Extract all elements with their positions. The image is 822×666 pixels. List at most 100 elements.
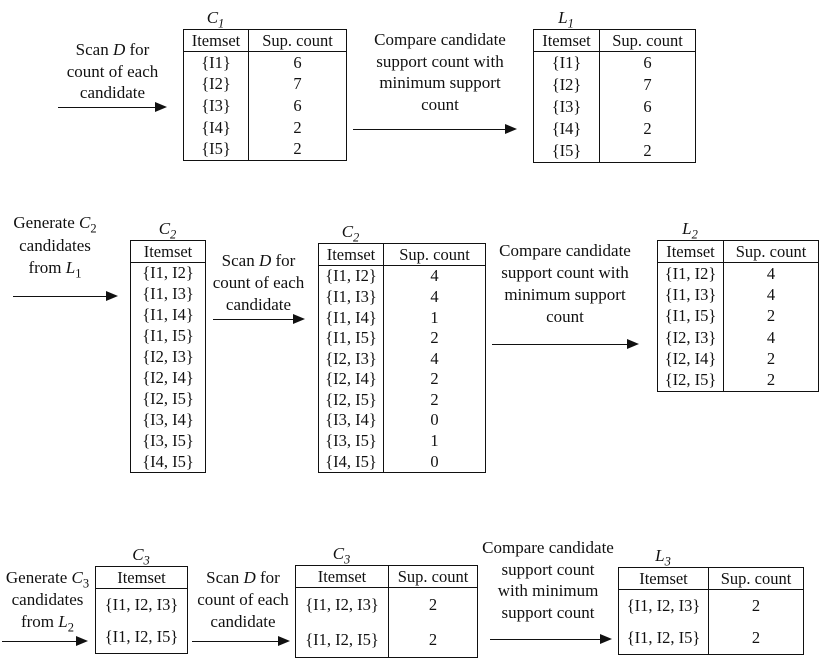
label-line: Scan D for bbox=[206, 568, 280, 587]
label-line: candidate bbox=[210, 612, 276, 631]
table-row: {I4, I5} bbox=[131, 451, 206, 472]
table-title: C1 bbox=[206, 8, 225, 31]
flow-arrow-4 bbox=[213, 314, 305, 325]
table-cell: {I4, I5} bbox=[142, 451, 194, 471]
table-cell: {I2} bbox=[551, 75, 582, 94]
label-line: Scan D for bbox=[221, 251, 296, 270]
column-header: Sup. count bbox=[248, 29, 347, 52]
table-cell: {I1, I3} bbox=[142, 284, 194, 304]
table-cell: {I2, I5} bbox=[325, 389, 377, 409]
table-cell: {I1, I5} bbox=[325, 328, 377, 348]
table-title: C2 bbox=[341, 222, 360, 245]
table-cell: {I2, I5} bbox=[664, 370, 717, 390]
table-cell: {I4, I5} bbox=[325, 451, 377, 471]
arrow-shaft bbox=[13, 295, 108, 297]
table-title: L1 bbox=[558, 8, 574, 31]
table-cell: {I1, I3} bbox=[325, 286, 377, 306]
table-row: {I5} 2 bbox=[534, 139, 696, 163]
column-header: Sup. count bbox=[723, 240, 819, 263]
table-row: {I1, I5} bbox=[131, 326, 206, 347]
label-line: count of each bbox=[66, 61, 159, 81]
table-cell: {I1} bbox=[551, 53, 582, 72]
table-cell: 4 bbox=[723, 262, 819, 285]
table-cell: 2 bbox=[708, 622, 804, 655]
label-line: from L2 bbox=[20, 612, 74, 635]
column-header: Itemset bbox=[183, 29, 249, 52]
flow-arrow-3 bbox=[13, 291, 118, 302]
label-line: count bbox=[546, 307, 584, 326]
table-cell: 2 bbox=[723, 348, 819, 370]
table-cell: 4 bbox=[383, 286, 486, 308]
table-row: {I2, I3}4 bbox=[319, 348, 486, 369]
table-cell: {I1} bbox=[201, 52, 231, 72]
table-cell: 2 bbox=[388, 622, 478, 658]
table-cell: 4 bbox=[383, 265, 486, 287]
table-cell: {I5} bbox=[551, 140, 582, 160]
table-cell: 2 bbox=[383, 327, 486, 349]
table-row: {I4}2 bbox=[534, 117, 696, 140]
label-line: count of each bbox=[197, 590, 289, 609]
table-cell: 2 bbox=[248, 116, 347, 139]
column-header: Itemset bbox=[618, 567, 709, 590]
table-cell: 2 bbox=[383, 389, 486, 411]
label-line: support count bbox=[501, 559, 595, 579]
table-row: {I2, I3}4 bbox=[658, 326, 819, 349]
table-row: {I1, I2} bbox=[131, 263, 206, 284]
table-row: {I2, I4} bbox=[131, 367, 206, 388]
table-cell: {I2, I4} bbox=[325, 369, 377, 389]
label-scan-d-3: Scan D for count of each candidate bbox=[191, 567, 295, 633]
column-header: Sup. count bbox=[599, 29, 696, 52]
table-row: {I1, I3} 4 bbox=[319, 286, 486, 308]
arrow-shaft bbox=[2, 640, 78, 642]
table-cell: 2 bbox=[599, 139, 696, 163]
column-header: Sup. count bbox=[708, 567, 804, 590]
table-row: {I1, I2, I5}2 bbox=[619, 622, 804, 655]
table-row: {I1, I3} bbox=[131, 284, 206, 305]
table-cell: 2 bbox=[599, 117, 696, 140]
table-cell: 7 bbox=[248, 73, 347, 96]
table-title: C3 bbox=[332, 544, 351, 567]
label-line: candidates bbox=[19, 235, 91, 255]
table-cell: {I2} bbox=[201, 74, 231, 94]
table-row: {I2, I5}2 bbox=[658, 369, 819, 392]
table-cell: {I2, I3} bbox=[664, 327, 717, 347]
table-row: {I1, I2, I3}2 bbox=[296, 587, 478, 623]
table-cell: {I3, I4} bbox=[142, 409, 194, 429]
header-row: Itemset bbox=[130, 240, 206, 263]
table-cell: {I1, I4} bbox=[325, 307, 377, 327]
table-cell: {I2, I3} bbox=[142, 347, 194, 367]
table-cell: {I1, I2, I5} bbox=[305, 629, 379, 649]
arrowhead-icon bbox=[600, 634, 612, 644]
arrowhead-icon bbox=[106, 291, 118, 301]
arrowhead-icon bbox=[293, 314, 305, 324]
table-row: {I2, I3} bbox=[131, 347, 206, 368]
itemset-table: Itemset{I1, I2, I3}{I1, I2, I5} bbox=[95, 566, 188, 654]
arrow-shaft bbox=[58, 106, 157, 108]
table-row: {I1, I2, I5} 2 bbox=[296, 622, 478, 658]
table-row: {I1, I2, I3}2 bbox=[619, 589, 804, 622]
table-cell: 2 bbox=[383, 368, 486, 390]
table-row: {I3, I4}0 bbox=[319, 410, 486, 431]
itemset-table: Itemset{I1, I2}{I1, I3}{I1, I4}{I1, I5}{… bbox=[130, 240, 206, 473]
flow-arrow-2 bbox=[353, 124, 517, 135]
column-header: Itemset bbox=[533, 29, 600, 52]
table-cell: {I1, I4} bbox=[142, 305, 194, 325]
label-line: minimum support bbox=[379, 73, 501, 93]
table-cell: {I3} bbox=[201, 95, 231, 115]
label-line: Compare candidate bbox=[482, 538, 614, 557]
